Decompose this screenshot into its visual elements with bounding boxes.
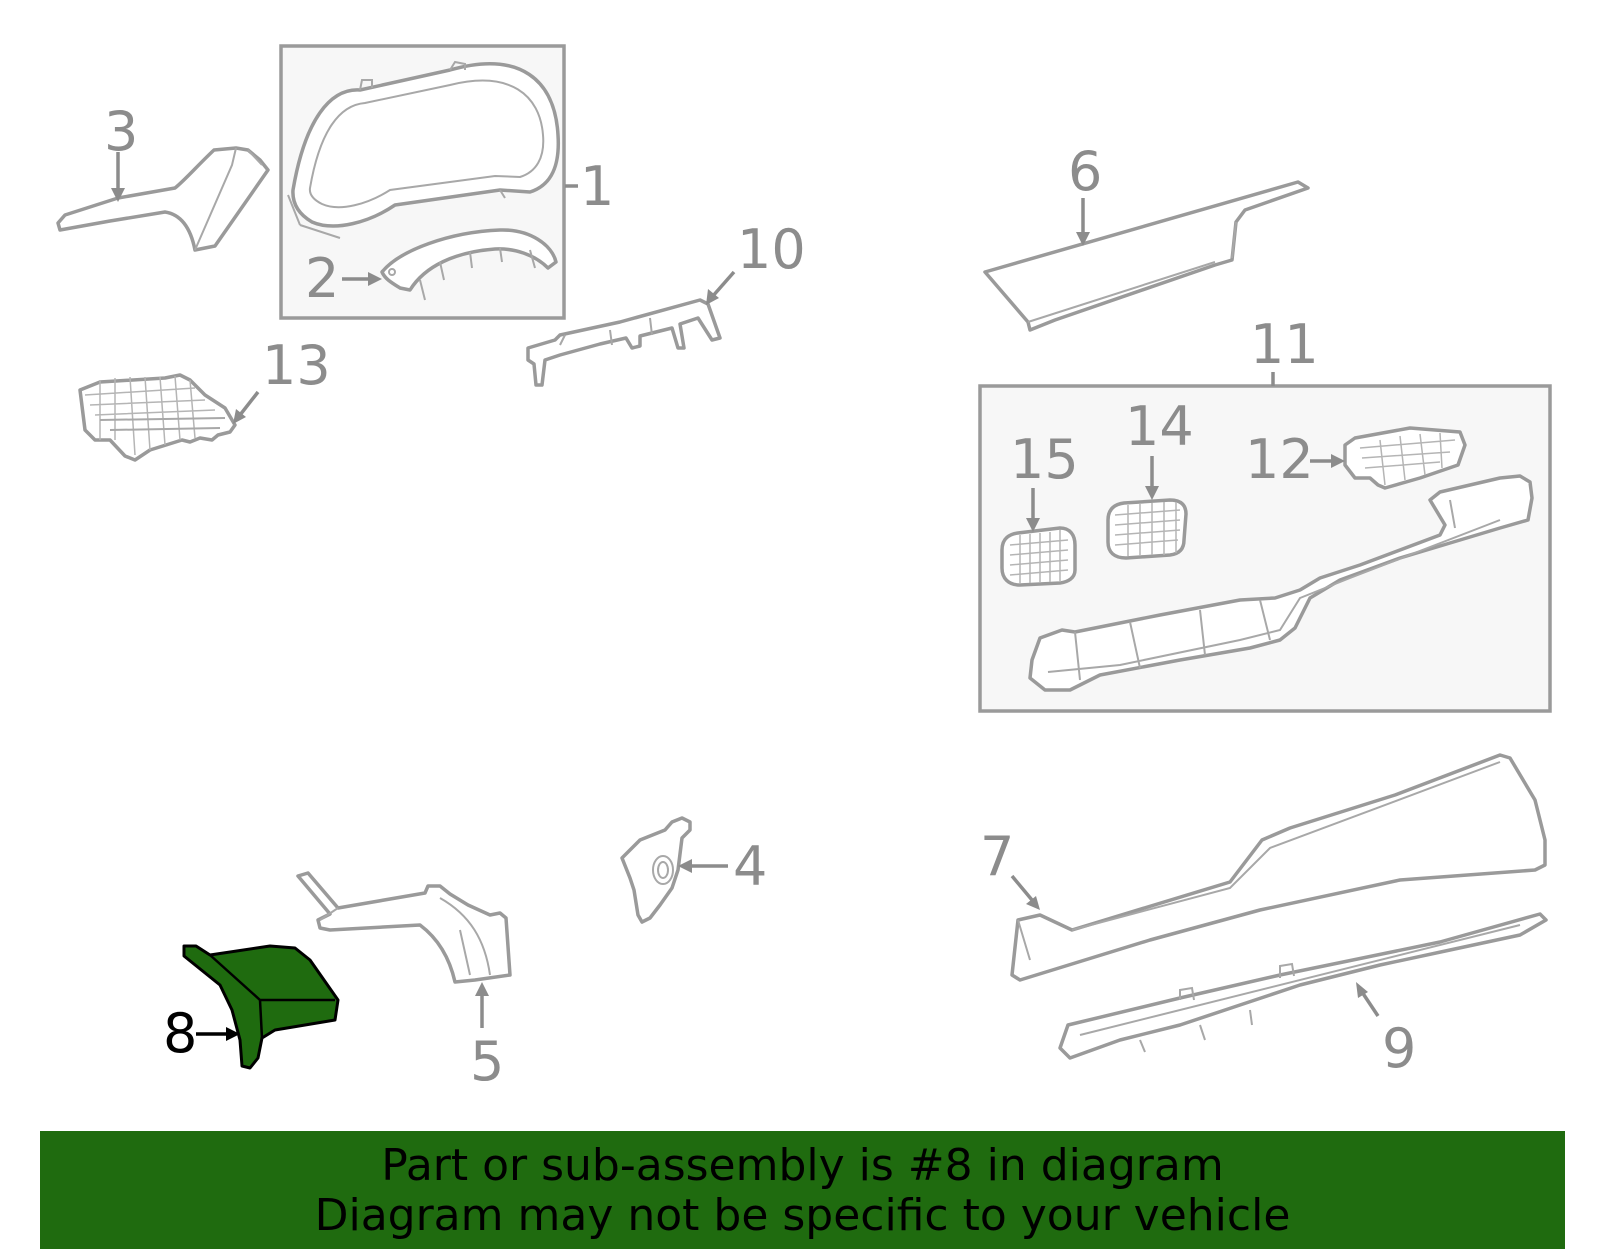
label-1: 1: [580, 155, 614, 218]
label-9: 9: [1382, 1017, 1416, 1080]
part-4-small-trim[interactable]: [620, 816, 692, 924]
part-3-dash-trim-left[interactable]: [56, 146, 270, 252]
banner-line-2: Diagram may not be specific to your vehi…: [314, 1190, 1291, 1241]
label-2: 2: [305, 247, 339, 310]
label-14: 14: [1125, 395, 1194, 458]
part-1-cluster-bezel[interactable]: [287, 60, 561, 239]
info-banner: Part or sub-assembly is #8 in diagram Di…: [40, 1131, 1565, 1249]
part-12-side-vent[interactable]: [1343, 426, 1467, 490]
part-9-dash-reinforcement[interactable]: [1058, 912, 1548, 1060]
label-13: 13: [262, 334, 331, 397]
label-12: 12: [1245, 428, 1314, 491]
part-14-small-vent[interactable]: [1106, 498, 1188, 560]
label-11: 11: [1250, 313, 1319, 376]
label-10: 10: [737, 218, 806, 281]
part-11-dash-panel-assembly[interactable]: [1028, 474, 1534, 692]
part-13-air-vent[interactable]: [78, 373, 237, 462]
label-3: 3: [104, 100, 138, 163]
label-4: 4: [733, 835, 767, 898]
label-15: 15: [1010, 428, 1079, 491]
label-5: 5: [470, 1030, 504, 1093]
part-15-small-vent[interactable]: [1000, 526, 1077, 587]
banner-line-1: Part or sub-assembly is #8 in diagram: [381, 1140, 1224, 1191]
part-8-highlighted-trim[interactable]: [182, 944, 340, 1070]
part-10-dash-bracket[interactable]: [526, 298, 722, 387]
label-6: 6: [1068, 140, 1102, 203]
label-8: 8: [163, 1002, 197, 1065]
part-2-cluster-lower-trim[interactable]: [380, 228, 558, 301]
label-7: 7: [980, 825, 1014, 888]
part-7-dash-lower-trim[interactable]: [1010, 753, 1547, 982]
part-5-lower-trim-panel[interactable]: [296, 871, 512, 984]
part-6-dash-upper-trim[interactable]: [983, 180, 1310, 332]
